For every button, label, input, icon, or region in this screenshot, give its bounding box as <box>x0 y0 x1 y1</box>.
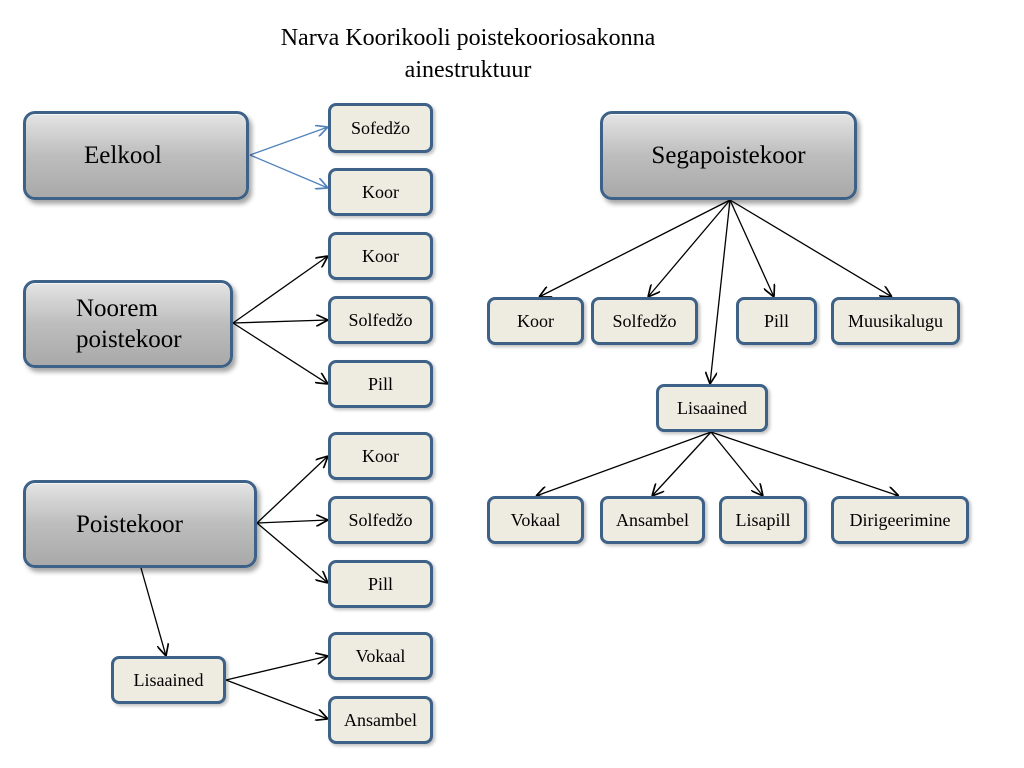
noorem-label-line-1: Noorem <box>76 295 158 322</box>
sega-solfedzo-box: Solfedžo <box>591 297 698 345</box>
arrow-sega-lisaained <box>710 199 731 384</box>
arrow-sega-pill <box>729 199 774 297</box>
poistekoor-lisaained-box: Lisaained <box>111 656 226 704</box>
arrow-lisaained-r-lisapill <box>710 431 763 496</box>
arrow-eelkool-sofedzo <box>249 127 328 156</box>
eelkool-label: Eelkool <box>84 142 162 169</box>
eelkool-sofedzo-box: Sofedžo <box>328 103 433 153</box>
arrow-sega-muusikalugu <box>729 199 892 297</box>
noorem-pill-box: Pill <box>328 360 433 408</box>
sega-muusikalugu-box: Muusikalugu <box>831 297 960 345</box>
noorem-label-line-2: poistekoor <box>76 326 182 353</box>
arrow-noorem-koor <box>232 256 328 324</box>
sega-lisapill-box: Lisapill <box>719 496 807 544</box>
arrow-noorem-solfedzo <box>232 320 328 323</box>
arrow-sega-solfedzo <box>648 199 731 297</box>
arrow-poistekoor-solfedzo <box>256 520 328 523</box>
sega-vokaal-box: Vokaal <box>487 496 584 544</box>
sega-pill-box: Pill <box>736 297 817 345</box>
eelkool-koor-box: Koor <box>328 168 433 216</box>
title-line-1: Narva Koorikooli poistekooriosakonna <box>280 25 656 51</box>
arrow-lisaained-r-ansambel <box>652 431 712 496</box>
noorem-poistekoor-box: Noorem poistekoor <box>23 280 233 368</box>
arrow-lisaained-vokaal <box>225 656 328 681</box>
arrow-sega-koor <box>539 199 731 297</box>
arrow-poistekoor-lisaained <box>140 567 166 656</box>
sega-koor-box: Koor <box>487 297 584 345</box>
poistekoor-box: Poistekoor <box>23 480 257 568</box>
eelkool-box: Eelkool <box>23 111 249 200</box>
arrow-lisaained-r-vokaal <box>536 431 712 496</box>
arrow-lisaained-ansambel <box>225 679 328 719</box>
poistekoor-vokaal-box: Vokaal <box>328 632 433 680</box>
sega-dirigeerimine-box: Dirigeerimine <box>831 496 969 544</box>
poistekoor-ansambel-box: Ansambel <box>328 696 433 744</box>
noorem-solfedzo-box: Solfedžo <box>328 296 433 344</box>
arrow-poistekoor-koor <box>256 456 328 524</box>
noorem-koor-box: Koor <box>328 232 433 280</box>
poistekoor-solfedzo-box: Solfedžo <box>328 496 433 544</box>
poistekoor-label: Poistekoor <box>76 510 183 538</box>
sega-ansambel-box: Ansambel <box>600 496 705 544</box>
poistekoor-pill-box: Pill <box>328 560 433 608</box>
segapoistekoor-label: Segapoistekoor <box>651 142 806 169</box>
arrow-eelkool-koor <box>249 154 328 188</box>
segapoistekoor-box: Segapoistekoor <box>600 111 857 200</box>
poistekoor-koor-box: Koor <box>328 432 433 480</box>
sega-lisaained-box: Lisaained <box>656 384 768 432</box>
arrow-noorem-pill <box>232 322 328 384</box>
arrow-lisaained-r-dirigeerimine <box>710 431 899 496</box>
page-title: Narva Koorikooli poistekooriosakonna ain… <box>180 22 756 86</box>
arrow-poistekoor-pill <box>256 522 328 583</box>
title-line-2: ainestruktuur <box>404 57 532 83</box>
